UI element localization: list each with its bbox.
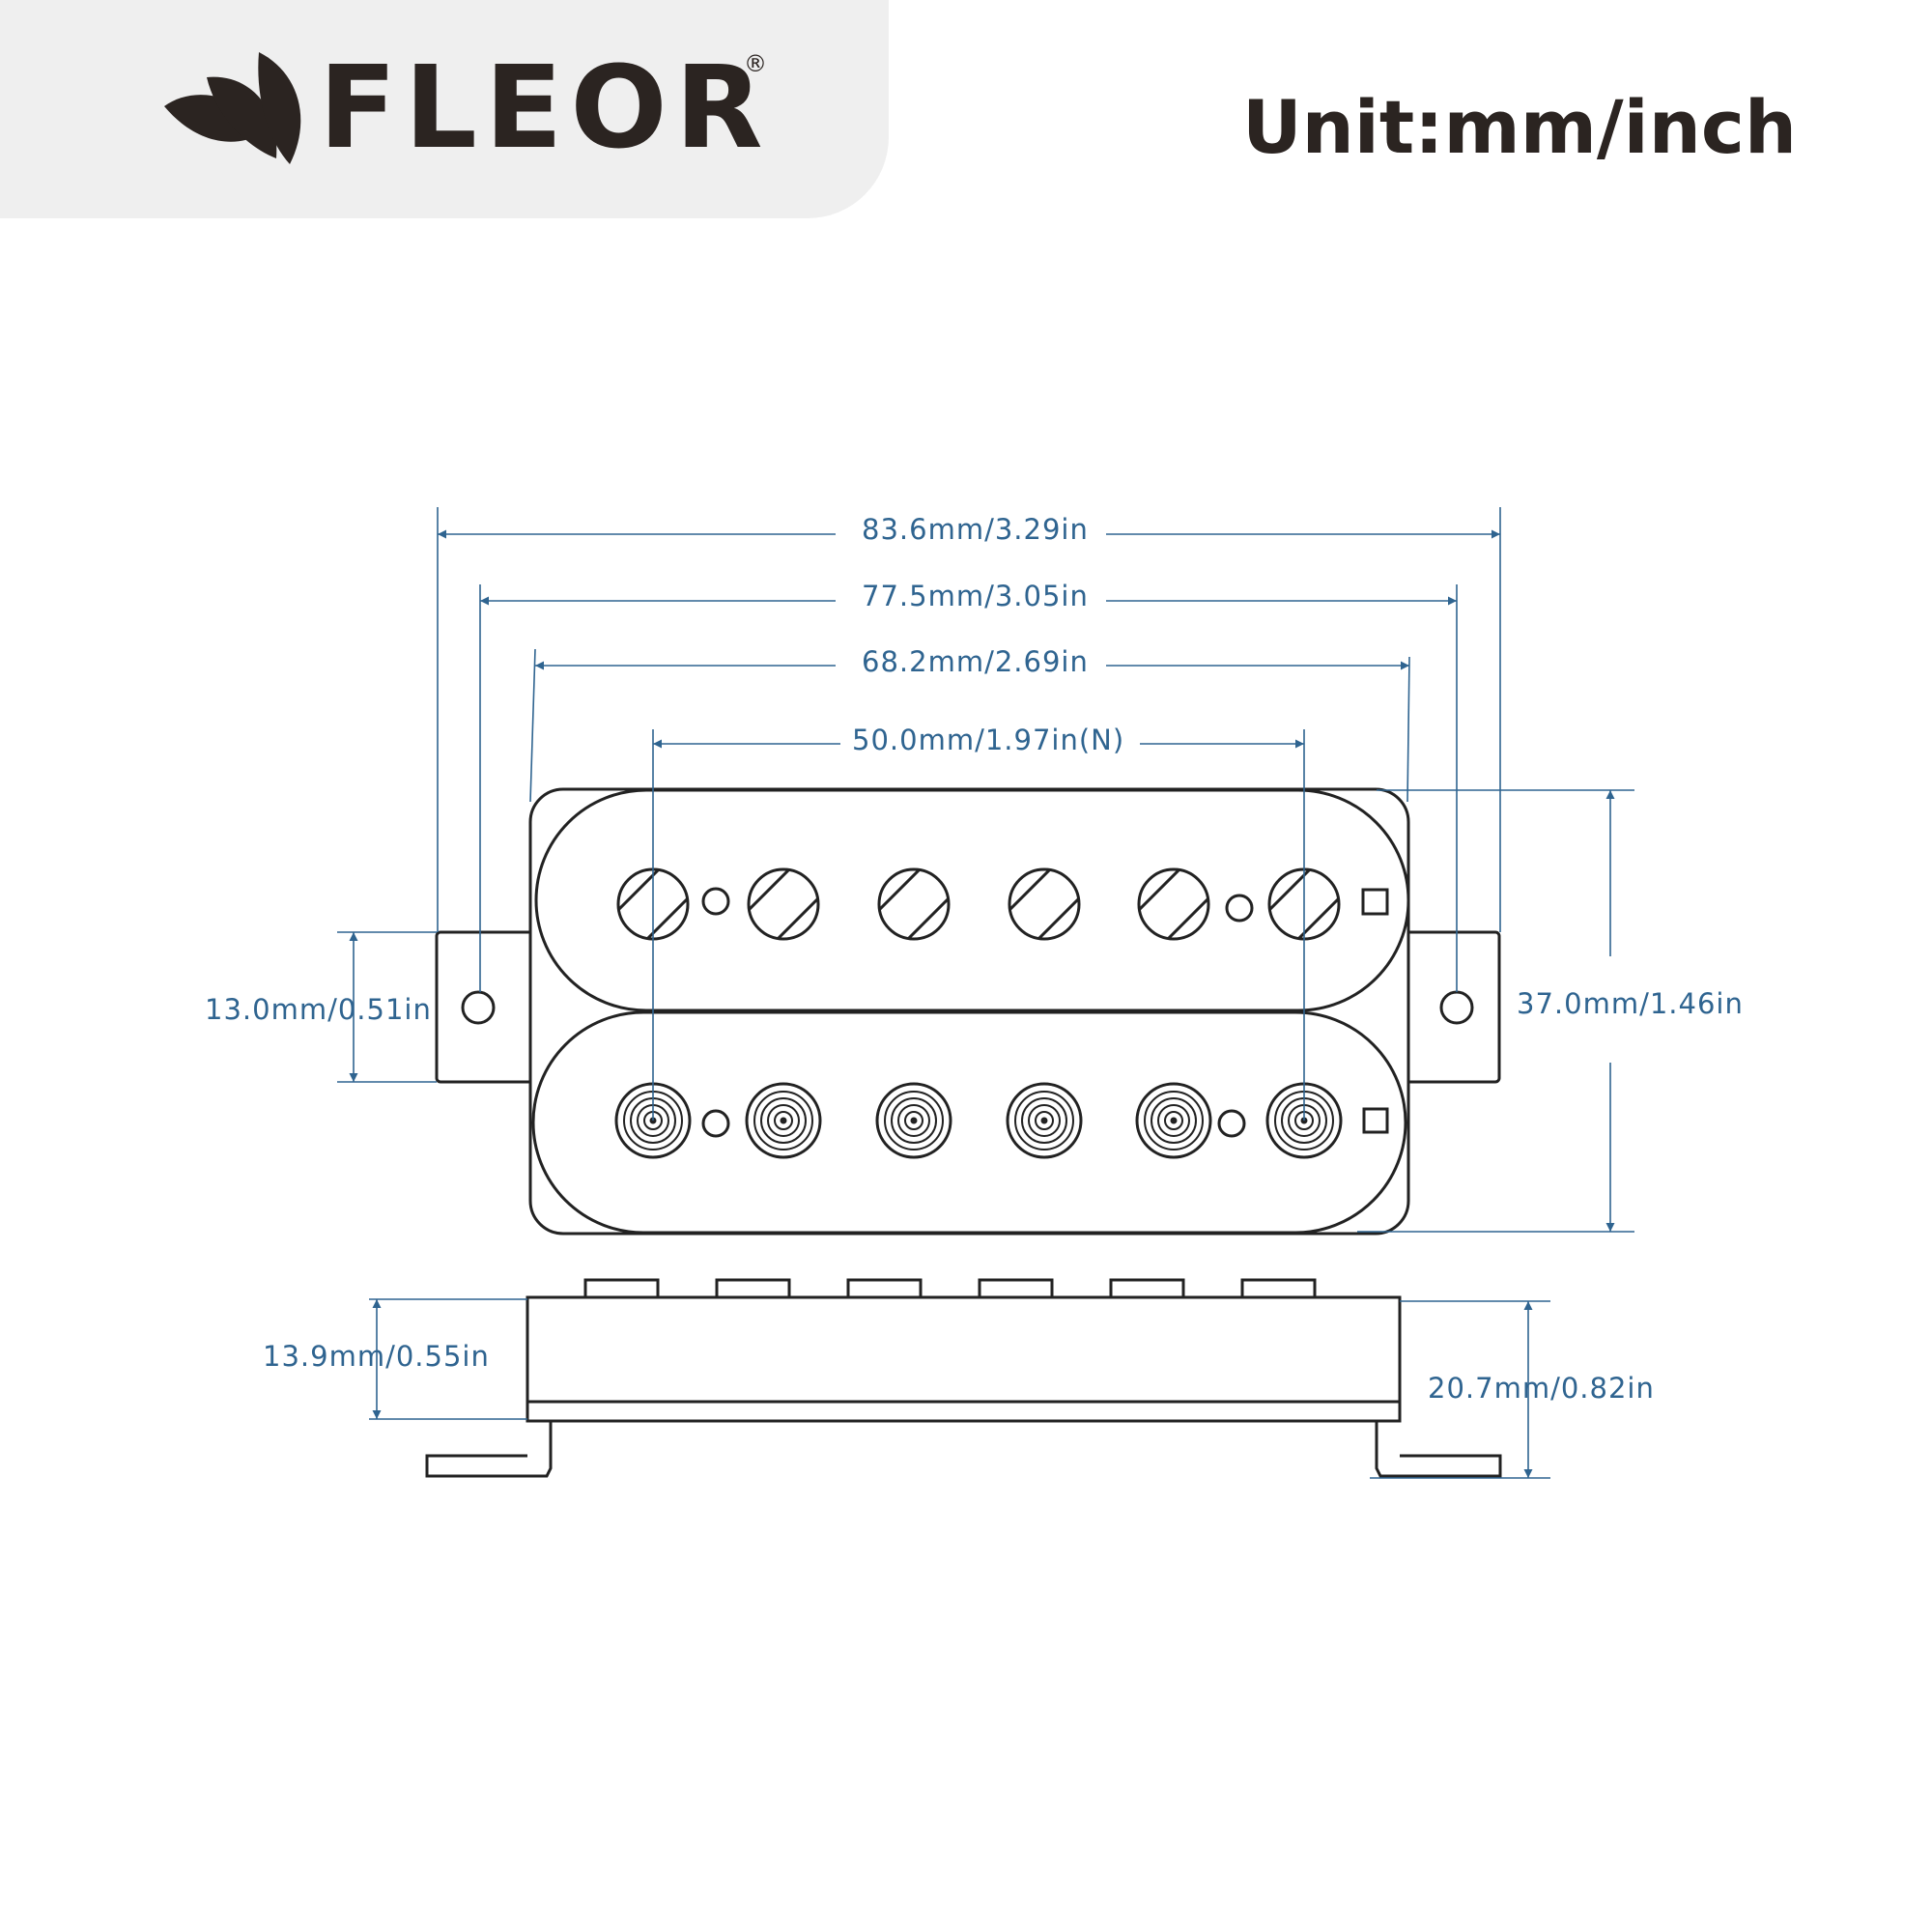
pickup-top-view (435, 787, 1501, 1236)
slug-pole (875, 1082, 952, 1159)
bobbin-bottom (531, 1010, 1407, 1235)
mounting-tab-left (435, 930, 535, 1084)
dimension-body-height: 13.9mm/0.55in (263, 1340, 490, 1373)
dimension-overall-length: 83.6mm/3.29in (862, 513, 1089, 546)
dimension-tab-width: 13.0mm/0.51in (205, 993, 432, 1026)
mounting-hole-left (461, 990, 496, 1025)
side-base-plate (526, 1400, 1402, 1423)
dimension-cover-width: 37.0mm/1.46in (1517, 987, 1744, 1020)
slug-pole (745, 1082, 822, 1159)
side-leg-left (425, 1419, 553, 1478)
side-leg-right (1375, 1419, 1502, 1478)
leaf-logo-icon (164, 52, 301, 164)
cover-screw-hole (701, 887, 730, 916)
bobbin-top (534, 788, 1410, 1012)
square-marker (1362, 1107, 1389, 1134)
pickup-side-view (425, 1278, 1502, 1478)
cover-screw-hole (1225, 894, 1254, 923)
side-body (526, 1295, 1402, 1404)
screw-pole (1137, 867, 1210, 941)
square-marker (1361, 888, 1389, 916)
screw-poles (616, 867, 1389, 941)
mounting-tab-right (1401, 930, 1501, 1084)
brand-name: FLEOR (319, 41, 771, 174)
slug-pole (1135, 1082, 1212, 1159)
slug-pole (1006, 1082, 1083, 1159)
registered-mark: ® (744, 50, 767, 77)
mounting-hole-right (1439, 990, 1474, 1025)
cover-screw-hole (701, 1109, 730, 1138)
dimension-total-height: 20.7mm/0.82in (1428, 1372, 1655, 1405)
unit-label: Unit:mm/inch (1241, 84, 1797, 170)
screw-pole (877, 867, 951, 941)
dimension-lines (337, 507, 1634, 1479)
dimension-cover-length: 68.2mm/2.69in (862, 645, 1089, 678)
dimension-pole-spacing: 50.0mm/1.97in(N) (852, 724, 1125, 756)
screw-pole (747, 867, 820, 941)
screw-pole (1008, 867, 1081, 941)
cover-screw-hole (1217, 1109, 1246, 1138)
dimension-mounting-hole-spacing: 77.5mm/3.05in (862, 580, 1089, 612)
header-panel (0, 0, 889, 218)
